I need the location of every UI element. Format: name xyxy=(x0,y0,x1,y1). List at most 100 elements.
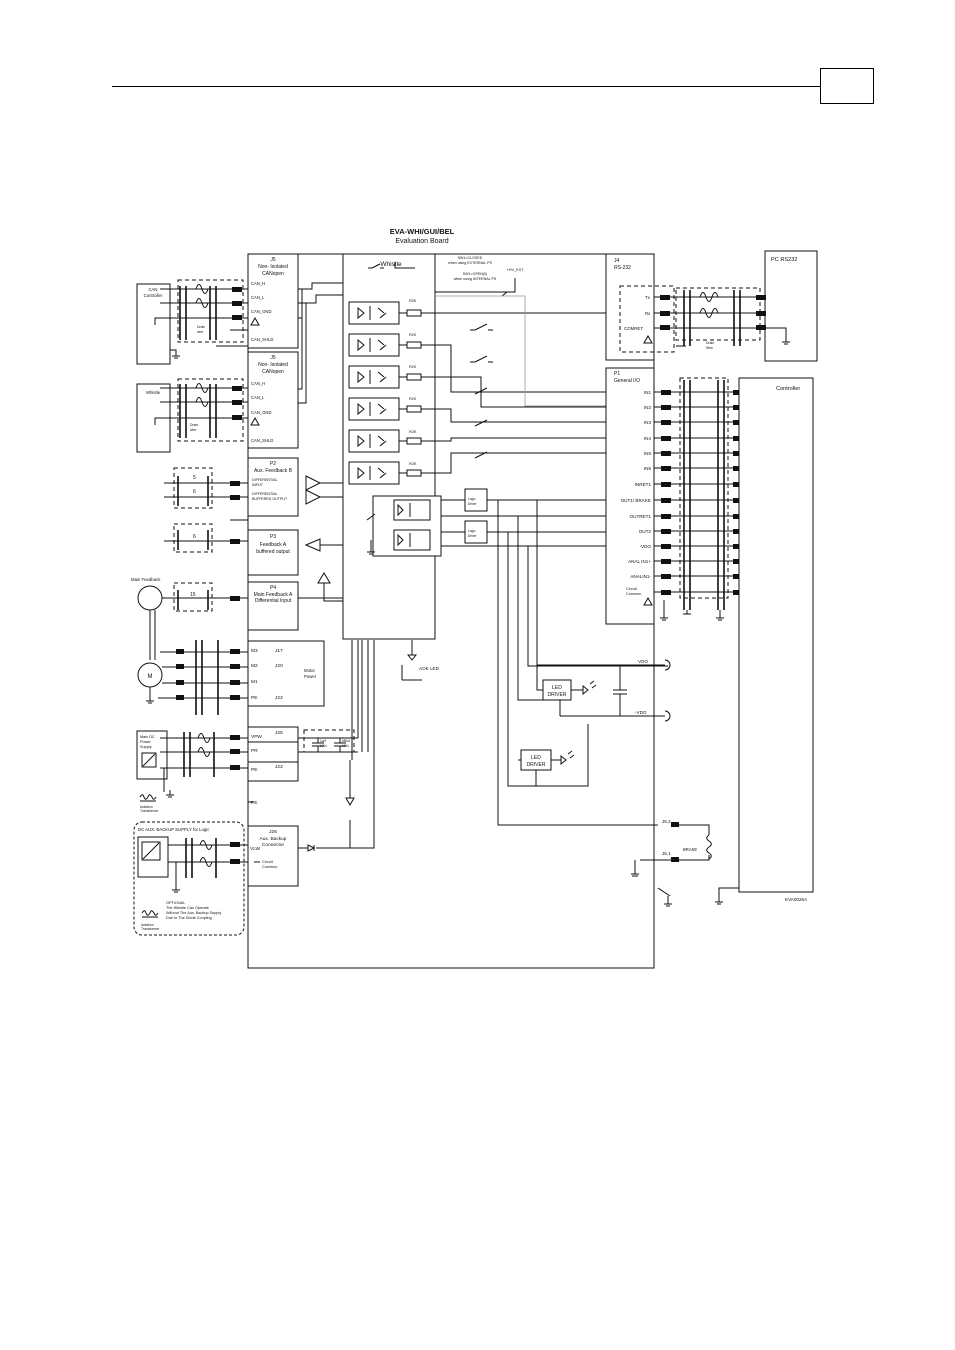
drain-wire-bottom-1: Drain xyxy=(190,423,198,427)
supply-label-3: Supply xyxy=(140,745,152,749)
can-controller-label-1: CAN xyxy=(148,287,157,292)
p2-block xyxy=(247,457,299,517)
j26-line2: Connector xyxy=(262,842,285,848)
j5-top-pin-canshld: CAN_SHLD xyxy=(251,337,273,342)
motor-jack-j20: J20 xyxy=(275,663,283,669)
p2-n1: 5 xyxy=(193,475,196,481)
vdo-plus-label: VDO xyxy=(638,659,648,664)
p2-line1: Aux. Feedback B xyxy=(254,468,293,474)
p1-pin-in6: IN6 xyxy=(644,466,652,471)
p1-circ1: Circuit xyxy=(626,587,638,591)
backup-supply-frame xyxy=(133,821,245,936)
p4-n1: 15 xyxy=(190,592,196,598)
j5-bottom-title: J5 xyxy=(270,355,276,361)
j5-bottom-pin-canl: CAN_L xyxy=(251,395,265,400)
p4-title: P4 xyxy=(270,585,276,591)
aok-led-label: AOK LED xyxy=(419,666,440,671)
j5-top-line2: CANopen xyxy=(262,271,284,277)
j26-block xyxy=(247,825,299,887)
ref-code: EVA0026A xyxy=(785,897,808,902)
j5-bottom-line1: Non- Isolated xyxy=(258,362,288,368)
p1-pin-out2: OUT2 xyxy=(639,529,652,534)
p1-pin-in2: IN2 xyxy=(644,405,652,410)
backup-opt3: Without The Aux. Backup Supply xyxy=(166,911,221,915)
whistle-drive-label: Whistle xyxy=(380,261,402,268)
cap2-value: 680uf xyxy=(342,739,350,743)
p1-pin-in1: IN1 xyxy=(644,390,652,395)
p1-title: P1 xyxy=(614,371,620,377)
p1-pin-out1-brake: OUT1/ BRAKE xyxy=(621,498,651,503)
p2-in2: INPUT xyxy=(252,483,264,487)
power-jack-j22: J22 xyxy=(275,764,283,770)
hv-ext-label: +HV_EXT xyxy=(507,268,525,272)
can-controller-block xyxy=(136,283,171,365)
power-jack-j25: J25 xyxy=(275,730,283,736)
bulk-capacitor-box xyxy=(303,729,355,753)
j5-top-block xyxy=(247,253,299,349)
backup-opt4: Due to The Diode Coupling xyxy=(166,916,212,920)
motor-pin-pe: PE xyxy=(251,695,257,701)
power-connector-block xyxy=(247,726,299,782)
backup-iso1: Isolation xyxy=(141,923,154,927)
main-feedback-label: Main Feedback xyxy=(131,577,161,582)
p2-n2: 6 xyxy=(193,489,196,495)
drain-wire-top-2: wire xyxy=(197,330,203,334)
backup-title: DC AUX. BACKUP SUPPLY for Logic xyxy=(138,827,210,832)
p4-shield xyxy=(173,582,213,612)
j4-line1: RS-232 xyxy=(614,265,631,271)
motor-pin-m3: M3 xyxy=(251,648,258,654)
p1-pin-in3: IN3 xyxy=(644,420,652,425)
p2-in1: DIFFERENTIAL xyxy=(252,478,278,482)
logic-driver-2-l2: Driver xyxy=(468,534,477,538)
supply-label-1: Main DC xyxy=(140,735,155,739)
j4-pin-tx: Tx xyxy=(645,295,651,300)
p1-circ2: Common xyxy=(626,592,641,596)
board-subtitle: Evaluation Board xyxy=(395,238,448,245)
p1-line1: General I/O xyxy=(614,378,640,384)
r2k-1: R2K xyxy=(409,299,417,303)
led-driver-2-l2: DRIVER xyxy=(527,762,546,768)
j5-bottom-pin-cangnd: CAN_GND xyxy=(251,410,271,415)
j5-top-pin-canl: CAN_L xyxy=(251,295,265,300)
motor-pin-m1: M1 xyxy=(251,679,258,685)
j26-title: J26 xyxy=(269,829,277,835)
power-pin-pr: PR xyxy=(251,748,258,754)
can-controller-label-2: Controller xyxy=(144,293,163,298)
j4-pin-rx: Rx xyxy=(645,311,651,316)
p1-pin-inret1: INRET1 xyxy=(635,482,652,487)
j26-circ1: Circuit xyxy=(262,860,274,864)
p3-line2: buffered output xyxy=(256,549,290,555)
cap1-value: 1μH xyxy=(320,739,327,743)
motor-power-block xyxy=(247,640,325,707)
supply-label-2: Power xyxy=(140,740,151,744)
j5-bottom-pin-canshld: CAN_SHLD xyxy=(251,438,273,443)
p3-title: P3 xyxy=(270,534,276,540)
drain-wire-rs232-2: Wire xyxy=(706,346,713,350)
sw-closed-note-2: when using EXTERNAL PS xyxy=(448,261,492,265)
motor-power-label-2: Power xyxy=(304,674,317,679)
p3-n1: 6 xyxy=(193,534,196,540)
j5-bottom-block xyxy=(247,351,299,449)
p1-pin-anal-in1-plus: ANAL IN1+ xyxy=(628,559,651,564)
motor-pin-m2: M2 xyxy=(251,663,258,669)
brake-j51-label: J5,1 xyxy=(662,851,671,856)
p1-pin-analin1-minus: ANALIN1- xyxy=(630,574,651,579)
p2-title: P2 xyxy=(270,461,276,467)
p2-out1: DIFFERENTIAL xyxy=(252,492,278,496)
logic-driver-1-l1: Logic xyxy=(468,497,476,501)
power-pin-pe: PE xyxy=(251,767,257,773)
p3-shield xyxy=(173,523,213,553)
controller-block xyxy=(738,377,814,893)
transformer-label-2: Transformer xyxy=(140,809,159,813)
rs232-shield xyxy=(675,287,761,341)
j4-pin-comret: COMRET xyxy=(624,326,643,331)
r2k-6: R2K xyxy=(409,462,417,466)
pc-rs232-block xyxy=(764,250,818,362)
p4-line2: Differential Input xyxy=(255,598,292,604)
r2k-4: R2K xyxy=(409,397,417,401)
j5-top-line1: Non- Isolated xyxy=(258,264,288,270)
transformer-label-1: Isolation xyxy=(140,805,153,809)
motor-jack-j17: J17 xyxy=(275,648,283,654)
p2-shield xyxy=(173,467,213,509)
